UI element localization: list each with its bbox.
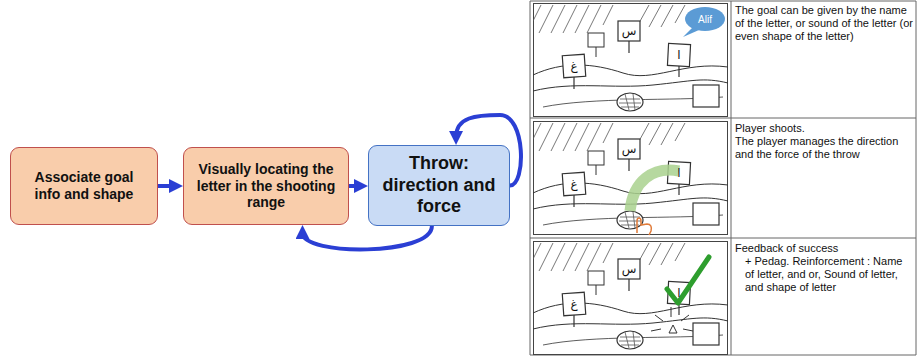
target-letter: ا	[677, 166, 680, 180]
table-cell: Feedback of success	[735, 242, 913, 255]
target-letter: غ	[570, 177, 577, 191]
table-cell: The player manages the direction and the…	[735, 135, 913, 161]
flow-arrow	[349, 184, 360, 188]
box-label: Visually locating the letter in the shoo…	[194, 161, 338, 211]
target-letter: س	[622, 24, 637, 38]
target-letter: س	[622, 262, 637, 276]
speech-bubble-text: Alif	[698, 14, 712, 25]
target-letter: س	[622, 142, 637, 156]
table-cell: Player shoots.	[735, 122, 913, 135]
process-box: Associate goal info and shape	[10, 147, 158, 225]
table-cell: The goal can be given by the name of the…	[735, 4, 913, 43]
target-letter: ا	[677, 48, 680, 62]
process-box: Visually locating the letter in the shoo…	[183, 147, 349, 225]
table-cell: + Pedag. Reinforcement : Name of letter,…	[745, 255, 913, 294]
target-letter: غ	[570, 297, 577, 311]
box-label: Associate goal info and shape	[21, 169, 147, 203]
target-letter: غ	[570, 59, 577, 73]
flow-arrow	[303, 226, 432, 249]
box-label: Throw: direction and force	[379, 153, 499, 218]
action-box: Throw: direction and force	[368, 145, 510, 226]
flow-arrow	[158, 184, 175, 188]
target-letter: ا	[677, 286, 680, 300]
